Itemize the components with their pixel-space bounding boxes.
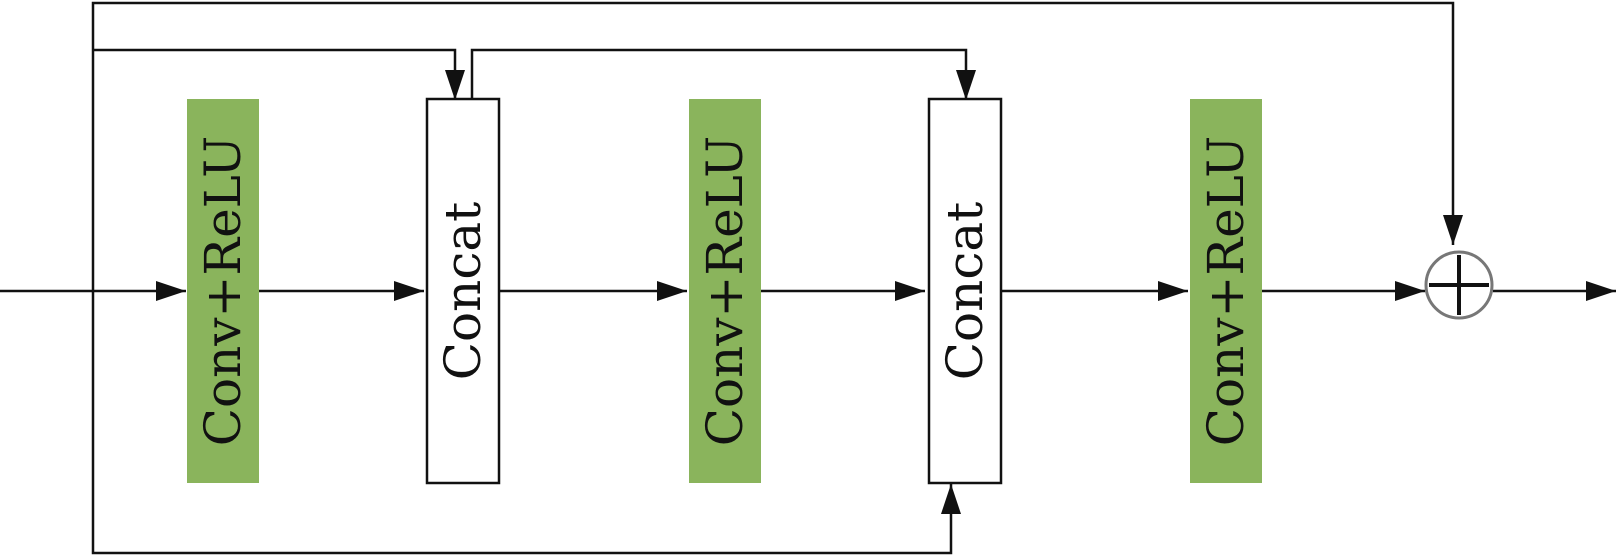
conv-relu-block: Conv+ReLU	[1190, 99, 1262, 483]
conv-relu-box	[689, 99, 761, 483]
residual-skip-connection	[91, 1, 1463, 291]
concat-box	[425, 97, 501, 485]
concat-label: Concat	[936, 202, 994, 380]
concat-box	[927, 97, 1003, 485]
conv-relu-block: Conv+ReLU	[187, 99, 259, 483]
conv-relu-block: Conv+ReLU	[689, 99, 761, 483]
concat-block: Concat	[425, 97, 501, 485]
concat1-to-concat2-skip	[470, 48, 976, 100]
concat-label: Concat	[434, 202, 492, 380]
conv-relu-box	[1190, 99, 1262, 483]
skip-connections	[91, 1, 1463, 555]
conv-relu-label: Conv+ReLU	[194, 136, 252, 447]
concat-block: Concat	[927, 97, 1003, 485]
conv-relu-label: Conv+ReLU	[696, 136, 754, 447]
input-to-concat2-skip	[91, 291, 961, 555]
conv-relu-box	[187, 99, 259, 483]
input-to-concat1-skip	[93, 48, 465, 100]
plus-circle-icon	[1424, 250, 1494, 320]
conv-relu-label: Conv+ReLU	[1197, 136, 1255, 447]
